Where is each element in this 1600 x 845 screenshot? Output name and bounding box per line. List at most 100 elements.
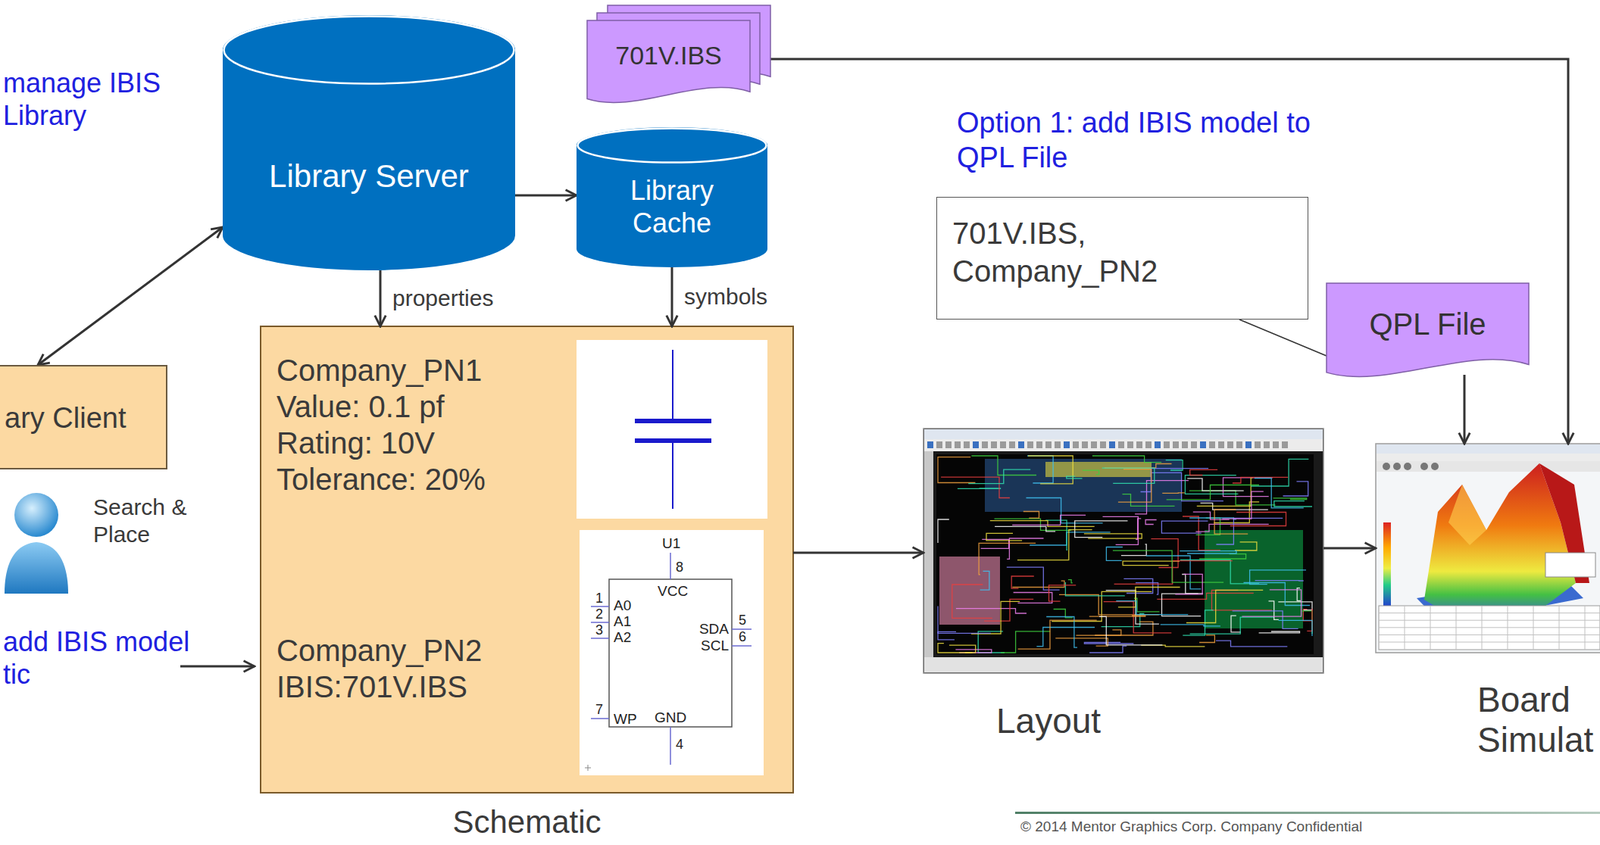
toolbar-icon xyxy=(972,441,979,449)
pcb-trace xyxy=(1082,470,1100,475)
pcb-trace xyxy=(1115,601,1188,616)
pcb-trace xyxy=(1302,611,1313,635)
pcb-trace xyxy=(1181,575,1204,594)
annotation-note: add IBIS model tic xyxy=(3,625,223,691)
toolbar-icon xyxy=(1100,441,1107,449)
pcb-trace xyxy=(1243,583,1311,607)
pcb-trace xyxy=(1023,512,1040,519)
pcb-trace xyxy=(1006,538,1044,560)
toolbar-icon xyxy=(1081,441,1088,449)
pcb-trace xyxy=(1027,456,1054,484)
toolbar-icon xyxy=(1200,441,1207,449)
toolbar-icon xyxy=(1245,441,1252,449)
table-rule xyxy=(1584,606,1586,650)
toolbar-icon xyxy=(927,441,934,449)
pcb-trace xyxy=(937,606,955,640)
pin-label: 1 xyxy=(595,591,604,606)
toolbar-icon xyxy=(1227,441,1234,449)
pcb-trace xyxy=(1122,561,1180,566)
pcb-trace xyxy=(1018,620,1097,650)
node-text: 701V.IBS xyxy=(587,40,750,72)
node-text: Library Server xyxy=(222,157,516,196)
toolbar-icon xyxy=(1027,441,1034,449)
pcb-trace xyxy=(1283,481,1309,497)
pcb-trace xyxy=(1140,468,1210,493)
table-rule xyxy=(1378,634,1600,636)
pcb-trace xyxy=(1029,532,1110,546)
toolbar-icon xyxy=(1072,441,1079,449)
toolbar-icon xyxy=(1190,441,1197,449)
pcb-trace xyxy=(1278,602,1313,611)
pcb-trace xyxy=(1059,594,1160,616)
annotation-note: manage IBIS Library xyxy=(3,66,182,132)
pcb-trace xyxy=(1036,628,1095,647)
pcb-trace xyxy=(1199,554,1247,560)
connector-arrow xyxy=(793,552,924,555)
pcb-trace xyxy=(1089,646,1127,654)
pcb-trace xyxy=(937,519,950,544)
node-text: IBIS:701V.IBS xyxy=(276,668,468,706)
client-box: ary Client xyxy=(0,365,168,470)
table-rule xyxy=(1456,606,1457,650)
pcb-trace xyxy=(1068,580,1073,584)
pin-label: 8 xyxy=(675,560,684,575)
node-text: Value: 0.1 pf xyxy=(276,388,445,425)
pcb-trace xyxy=(1274,501,1313,507)
toolbar-icon xyxy=(1272,441,1279,449)
pcb-trace xyxy=(1017,530,1093,561)
table-rule xyxy=(1559,606,1560,650)
toolbar-icon xyxy=(1263,441,1270,449)
table-rule xyxy=(1378,612,1600,614)
pin-label: VCC xyxy=(657,584,688,599)
pcb-trace xyxy=(1123,578,1153,594)
node-text: Rating: 10V xyxy=(276,425,435,462)
toolbar-icon xyxy=(1109,441,1116,449)
pin-label: 3 xyxy=(595,623,604,638)
toolbar-icon xyxy=(1063,441,1070,449)
connector-arrow xyxy=(1239,319,1327,357)
pcb-trace xyxy=(1241,590,1301,617)
pin-label: 4 xyxy=(675,737,684,752)
pcb-trace xyxy=(1250,459,1309,487)
pcb-trace xyxy=(1160,625,1221,627)
pcb-trace xyxy=(1012,581,1065,588)
schematic-panel-fill xyxy=(260,326,794,794)
toolbar-icon xyxy=(1090,441,1097,449)
toolbar-icon xyxy=(1045,441,1052,449)
layout-view: Layout xyxy=(923,428,1324,674)
connector-arrow xyxy=(671,267,674,327)
pcb-trace xyxy=(1162,492,1185,494)
pcb-trace xyxy=(1066,476,1083,479)
pcb-trace xyxy=(1106,547,1123,562)
pcb-trace xyxy=(1065,583,1125,597)
pcb-trace xyxy=(1278,620,1313,637)
pcb-trace xyxy=(1215,518,1283,545)
connector-arrow xyxy=(37,227,223,366)
pcb-trace xyxy=(956,609,1027,614)
connector-arrow xyxy=(1463,375,1466,444)
pcb-trace xyxy=(952,584,993,619)
pin-label: SDA xyxy=(699,621,729,637)
pcb-trace xyxy=(1195,524,1269,532)
pcb-trace xyxy=(980,571,990,591)
toolbar-icon xyxy=(1281,441,1288,449)
toolbar-icon xyxy=(1136,441,1143,449)
toolbar-icon xyxy=(1018,441,1025,449)
table-rule xyxy=(1481,606,1483,650)
node-text: Schematic xyxy=(260,806,794,839)
pcb-trace xyxy=(990,521,1095,528)
pcb-trace xyxy=(1006,567,1060,591)
pcb-trace xyxy=(1075,630,1121,636)
pcb-trace xyxy=(1273,498,1307,500)
pcb-trace xyxy=(1145,520,1157,525)
pcb-trace xyxy=(994,526,1056,532)
schematic-panel: Company_PN1Value: 0.1 pfRating: 10VToler… xyxy=(260,326,794,794)
cache-cylinder: Library Cache xyxy=(576,127,768,268)
copyright-note: © 2014 Mentor Graphics Corp. Company Con… xyxy=(1020,819,1363,835)
capacitor-panel xyxy=(576,340,768,519)
toolbar-icon xyxy=(1127,441,1134,449)
table-rule xyxy=(1533,606,1535,650)
pcb-trace xyxy=(1046,617,1078,649)
toolbar-icon xyxy=(1145,441,1152,449)
toolbar-icon xyxy=(990,441,997,449)
